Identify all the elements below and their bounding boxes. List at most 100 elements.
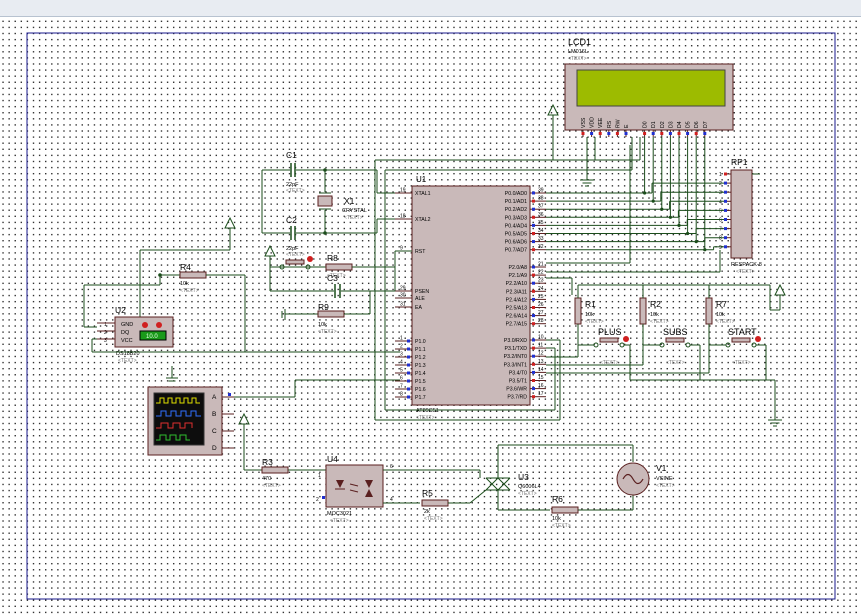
u1-body: [411, 185, 531, 406]
u1-pin-p3.3-int1: P3.3/INT1: [504, 362, 527, 368]
r6-resistor[interactable]: R6 10k <TEXT>: [551, 494, 633, 529]
r3-resistor[interactable]: R3 470 <TEXT>: [261, 457, 326, 489]
u1-pin-num-13: 13: [538, 359, 544, 365]
u1-pin-num-3: 3: [400, 352, 403, 358]
r9-value: 10k: [318, 322, 327, 328]
c1-ref: C1: [286, 150, 297, 160]
u1-pin-state: [532, 354, 535, 358]
lcd1-pin-label-vdd: VDD: [590, 117, 596, 128]
u1-pin-psen: PSEN: [415, 289, 429, 295]
u2-pin-dq: DQ: [121, 330, 130, 336]
r4-resistor[interactable]: R4 10k <TEXT>: [160, 262, 245, 294]
u1-pin-num-7: 7: [400, 384, 403, 390]
u1-pin-state: [532, 379, 535, 382]
u4-body: [325, 464, 384, 508]
u2-pin-vcc: VCC: [121, 338, 133, 344]
u1-pin-num-26: 26: [538, 302, 544, 308]
u1-right-pins: 39P0.0/AD038P0.1/AD137P0.2/AD236P0.3/AD3…: [504, 188, 546, 401]
v1-ac-source[interactable]: V1 VSINE <TEXT>: [616, 462, 675, 496]
r5-resistor[interactable]: R5 2k <TEXT>: [421, 488, 470, 522]
lcd1-pin-label-d6: D6: [694, 121, 700, 128]
r1-resistor[interactable]: R1 10k <TEXT>: [574, 297, 604, 325]
r7-ref: R7: [716, 299, 727, 309]
scope-channel-d: D: [212, 445, 217, 452]
r4-value: 10k: [180, 281, 189, 287]
x1-crystal[interactable]: X1 CRYSTAL <TEXT>: [317, 170, 367, 233]
subs-button[interactable]: SUBS <TEXT>: [659, 327, 691, 366]
lcd1-pin-label-rw: RW: [615, 119, 621, 128]
r8-text-tag: <TEXT>: [327, 273, 346, 279]
u1-pin-p3.0-rxd: P3.0/RXD: [504, 338, 527, 344]
c1-capacitor[interactable]: C1 22pF <TEXT>: [262, 150, 377, 194]
c3-capacitor[interactable]: C3: [270, 273, 395, 298]
u1-pin-state: [532, 306, 535, 309]
u1-pin-p1.6: P1.6: [415, 387, 426, 393]
u4-ref: U4: [327, 454, 338, 464]
u1-pin-state: [532, 232, 535, 235]
scope-trace-c: [156, 422, 193, 429]
rp1-pin-num-3: 3: [719, 190, 722, 196]
u1-pin-state: [407, 347, 410, 351]
u1-pin-num-6: 6: [400, 376, 403, 382]
u1-pin-num-15: 15: [538, 375, 544, 381]
scope-channel-a: A: [212, 394, 217, 401]
r8-resistor[interactable]: R8 <TEXT>: [270, 253, 395, 279]
u1-pin-p1.5: P1.5: [415, 379, 426, 385]
reset-switch[interactable]: [279, 256, 313, 270]
plus-button[interactable]: PLUS <TEXT>: [593, 327, 629, 366]
junction: [703, 248, 707, 252]
v1-model: VSINE: [656, 476, 673, 482]
u1-pin-state: [407, 387, 410, 391]
start-tag: <TEXT>: [732, 360, 751, 366]
plus-label: PLUS: [598, 327, 622, 337]
u1-pin-state: [532, 362, 535, 366]
lcd1-ref: LCD1: [568, 37, 591, 47]
u1-pin-num-4: 4: [400, 360, 403, 366]
rp1-pin-state: [724, 218, 727, 221]
u1-pin-p2.1-a9: P2.1/A9: [509, 273, 528, 279]
u3-triac[interactable]: U3 Q6006L4 <TEXT>: [469, 460, 541, 510]
lcd1-pin-label-d3: D3: [668, 121, 674, 128]
junction: [677, 223, 681, 227]
u1-pin-num-32: 32: [538, 244, 544, 250]
u1-pin-num-27: 27: [538, 310, 544, 316]
start-button[interactable]: START <TEXT>: [725, 327, 761, 366]
u1-pin-p2.7-a15: P2.7/A15: [506, 322, 527, 328]
u3-text-tag: <TEXT>: [518, 491, 537, 497]
u1-pin-num-39: 39: [538, 188, 544, 194]
oscilloscope[interactable]: A B C D: [147, 386, 234, 456]
x1-text-tag: <TEXT>: [344, 215, 363, 221]
lcd1-pin-state: [624, 132, 628, 135]
u1-pin-state: [532, 191, 535, 195]
r2-value: 10k: [650, 312, 659, 318]
r7-resistor[interactable]: R7 10k <TEXT>: [705, 297, 735, 325]
u1-microcontroller[interactable]: U1 AT89C51 <TEXT> 19XTAL118XTAL29RST29PS…: [395, 175, 546, 421]
lcd1-pin-label-d5: D5: [686, 121, 692, 128]
c1-value: 22pF: [286, 182, 299, 188]
u2-temperature-sensor[interactable]: U2 GND DQ VCC 10.0 1 2 3 DS18B20 <TEXT>: [97, 305, 174, 364]
sine-icon: [622, 473, 644, 485]
r9-resistor[interactable]: R9 10k <TEXT>: [285, 302, 370, 335]
u3-ref: U3: [518, 472, 529, 482]
vcc-arrow-2: [238, 412, 250, 425]
u1-pin-num-12: 12: [538, 351, 544, 357]
lcd1-pin-label-vee: VEE: [598, 117, 604, 128]
r9-ref: R9: [318, 302, 329, 312]
c2-capacitor[interactable]: C2 22pF <TEXT>: [262, 215, 377, 258]
vcc-arrow-reset: [264, 244, 276, 257]
u1-pin-num-1: 1: [400, 336, 403, 342]
u1-pin-num-19: 19: [400, 188, 406, 194]
u1-pin-state: [532, 223, 535, 227]
u1-pin-state: [532, 273, 535, 277]
u4-optocoupler[interactable]: U4 1 2 6 4 MOC3021 <TEXT>: [316, 454, 393, 524]
r7-text-tag: <TEXT>: [716, 319, 735, 325]
u1-pin-p0.5-ad5: P0.5/AD5: [505, 232, 527, 238]
u1-pin-state: [532, 314, 535, 318]
u1-pin-state: [532, 338, 535, 342]
rp1-pin-num-1: 1: [719, 172, 722, 178]
r2-resistor[interactable]: R2 10k <TEXT>: [639, 297, 669, 325]
